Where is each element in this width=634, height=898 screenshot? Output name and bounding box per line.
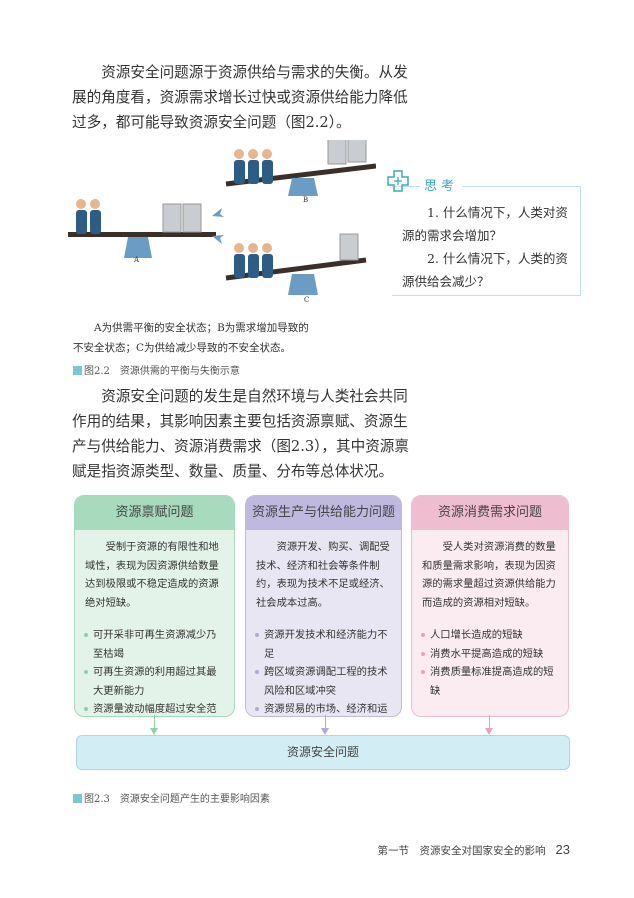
puzzle-icon	[387, 170, 409, 192]
list-item: 可再生资源的利用超过其最大更新能力	[83, 663, 226, 700]
list-item: 资源量波动幅度超过安全范围	[83, 700, 226, 716]
figure-caption: 图2.3 资源安全问题产生的主要影响因素	[73, 790, 270, 805]
list-item: 人口增长造成的短缺	[420, 626, 560, 645]
figure-caption: 图2.2 资源供需的平衡与失衡示意	[73, 362, 240, 377]
arrow-down-icon	[150, 715, 158, 735]
box-title: 资源消费需求问题	[412, 496, 568, 530]
think-box: 思考 1. 什么情况下，人类对资源的需求会增加？ 2. 什么情况下，人类的资源供…	[387, 170, 581, 296]
factor-box-demand: 资源消费需求问题 受人类对资源消费的数量和质量需求影响，表现为因资源的需求量超过…	[411, 495, 569, 717]
paragraph: 资源安全问题的发生是自然环境与人类社会共同作用的结果，其影响因素主要包括资源禀赋…	[72, 388, 409, 480]
think-title: 思考	[420, 175, 463, 194]
result-box: 资源安全问题	[76, 735, 570, 770]
paragraph: 资源安全问题源于资源供给与需求的失衡。从发展的角度看，资源需求增长过快或资源供给…	[72, 64, 408, 131]
box-title: 资源禀赋问题	[75, 496, 234, 530]
page-footer: 第一节 资源安全对国家安全的影响 23	[378, 842, 570, 858]
box-desc: 受人类对资源消费的数量和质量需求影响，表现为因资源的需求量超过资源供给能力而造成…	[422, 541, 556, 609]
question: 2. 什么情况下，人类的资源供给会减少？	[402, 251, 568, 289]
list-item: 消费质量标准提高造成的短缺	[420, 663, 560, 700]
seesaw-c: C	[225, 233, 367, 304]
seesaw-a: A	[68, 199, 216, 264]
label-b: B	[303, 196, 308, 204]
question: 1. 什么情况下，人类对资源的需求会增加？	[402, 205, 568, 243]
list-item: 消费水平提高造成的短缺	[420, 645, 560, 664]
box-desc: 受制于资源的有限性和地域性，表现为因资源供给数量达到极限或不稳定造成的资源绝对短…	[85, 541, 219, 609]
seesaw-b: B	[225, 140, 376, 204]
list-item: 资源开发技术和经济能力不足	[254, 626, 393, 663]
supply-demand-seesaw-illustration: A B C	[68, 140, 376, 304]
label-c: C	[304, 296, 309, 304]
arrow-down-icon	[321, 715, 329, 735]
list-item: 跨区域资源调配工程的技术风险和区域冲突	[254, 663, 393, 700]
arrows	[212, 208, 224, 244]
section-title: 第一节 资源安全对国家安全的影响	[377, 845, 546, 857]
label-a: A	[133, 256, 140, 264]
list-item: 可开采非可再生资源减少乃至枯竭	[83, 626, 226, 663]
list-item: 资源贸易的市场、经济和运输风险	[254, 700, 393, 716]
factor-box-supply: 资源生产与供给能力问题 资源开发、购买、调配受技术、经济和社会等条件制约，表现为…	[245, 495, 402, 717]
box-title: 资源生产与供给能力问题	[246, 496, 401, 530]
arrow-down-icon	[485, 715, 493, 735]
factor-box-endowment: 资源禀赋问题 受制于资源的有限性和地域性，表现为因资源供给数量达到极限或不稳定造…	[74, 495, 235, 717]
box-desc: 资源开发、购买、调配受技术、经济和社会等条件制约，表现为技术不足或经济、社会成本…	[256, 541, 390, 609]
page-number: 23	[555, 842, 570, 857]
figure-note: A为供需平衡的安全状态；B为需求增加导致的不安全状态；C为供给减少导致的不安全状…	[73, 322, 309, 354]
